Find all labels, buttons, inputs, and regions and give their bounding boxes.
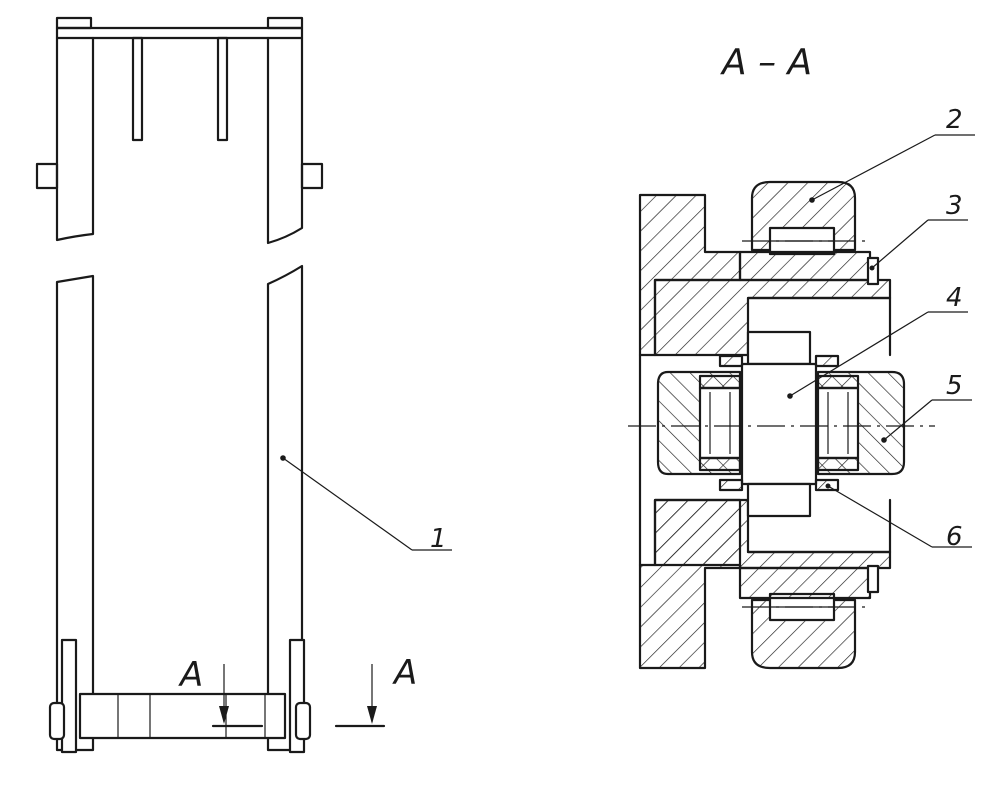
- roller-left: [48, 701, 66, 741]
- arrow-down-right: [367, 706, 377, 724]
- seal-top-left: [718, 354, 744, 368]
- bearing-left-cap-bottom: [698, 456, 742, 472]
- shaft-bottom-shoulder: [746, 482, 812, 518]
- cut-mark-left: A: [178, 655, 203, 695]
- top-cap-right: [266, 16, 304, 30]
- bearing-left: [698, 386, 742, 460]
- section-title: A – A: [720, 42, 812, 83]
- top-cap-left: [55, 16, 93, 30]
- housing-bottom: [653, 498, 892, 570]
- part-label-3: 3: [946, 191, 963, 221]
- cut-mark-right: A: [392, 653, 417, 693]
- seal-bottom-left: [718, 478, 744, 492]
- bearing-right-cap-bottom: [816, 456, 860, 472]
- part-label-6: 6: [946, 522, 963, 552]
- arrow-down-left: [219, 706, 229, 724]
- bottom-carriage: [78, 692, 287, 740]
- shaft-top-shoulder: [746, 330, 812, 366]
- end-plate-left: [60, 638, 78, 754]
- side-pin-right: [300, 162, 324, 190]
- part-label-1: 1: [430, 524, 447, 554]
- upper-leg-left: [55, 36, 95, 242]
- seal-top-right: [814, 354, 840, 368]
- top-wheel-axle-plate: [738, 250, 872, 282]
- hanger-left: [131, 36, 144, 142]
- shaft-body: [740, 362, 818, 486]
- hanger-right: [216, 36, 229, 142]
- frame-front-view: [35, 16, 452, 754]
- top-crossbar: [55, 26, 304, 40]
- bearing-left-cap-top: [698, 374, 742, 390]
- roller-right: [294, 701, 312, 741]
- bearing-right: [816, 386, 860, 460]
- bottom-nut: [866, 564, 880, 594]
- lower-leg-left: [55, 274, 95, 752]
- bearing-right-cap-top: [816, 374, 860, 390]
- top-nut: [866, 256, 880, 286]
- part-label-5: 5: [946, 371, 963, 401]
- part-label-4: 4: [946, 283, 963, 313]
- side-pin-left: [35, 162, 59, 190]
- upper-leg-right: [266, 36, 304, 245]
- section-view: [628, 134, 975, 670]
- bottom-wheel-axle-plate: [738, 566, 872, 600]
- part-label-2: 2: [946, 105, 963, 135]
